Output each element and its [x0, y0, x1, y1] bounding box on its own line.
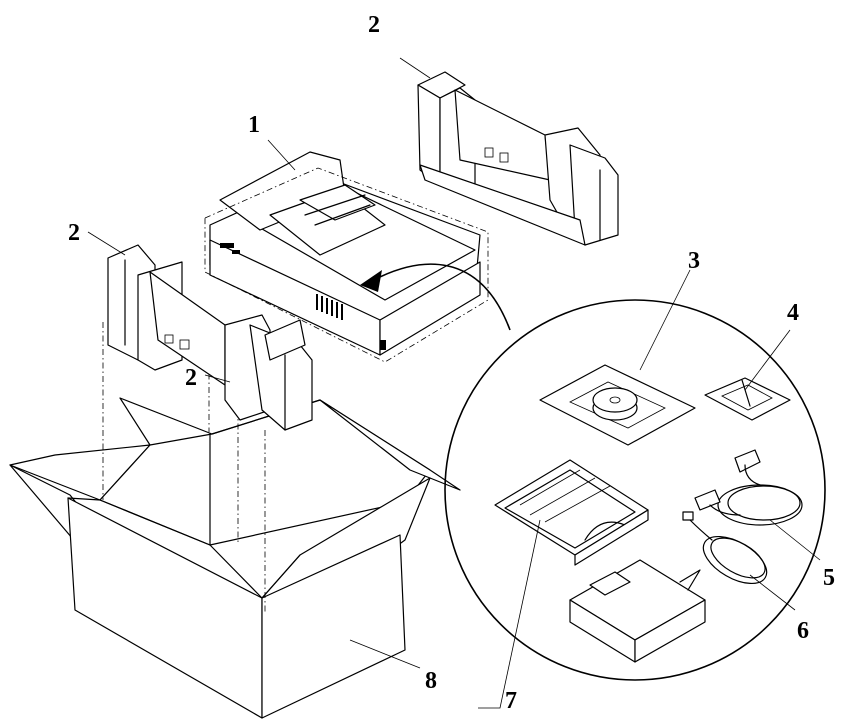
foam-packing-top: [417, 71, 619, 246]
callout-labels: 1 2 2 2 3 4 5 6 7 8: [68, 12, 835, 714]
foam-packing-left: [107, 244, 313, 431]
drop-guide-lines: [102, 322, 266, 612]
callout-7: 7: [505, 688, 517, 714]
leader-lines: [87, 57, 821, 709]
scanner: [204, 151, 489, 363]
scsi-cable: [694, 449, 803, 526]
callout-2-middle: 2: [185, 365, 197, 391]
callout-5: 5: [823, 565, 835, 591]
shipping-box: [9, 397, 461, 719]
document-tray: [494, 459, 649, 566]
cd-rom-package: [539, 364, 696, 446]
callout-6: 6: [797, 618, 809, 644]
callout-2-left: 2: [68, 220, 80, 246]
callout-4: 4: [787, 300, 799, 326]
calibration-card: [704, 377, 791, 421]
callout-1: 1: [248, 112, 260, 138]
callout-3: 3: [688, 248, 700, 274]
callout-8: 8: [425, 668, 437, 694]
power-adapter-box: [569, 559, 706, 663]
callout-2-top: 2: [368, 12, 380, 38]
accessories-circle: [360, 263, 826, 681]
power-cord: [682, 511, 768, 585]
